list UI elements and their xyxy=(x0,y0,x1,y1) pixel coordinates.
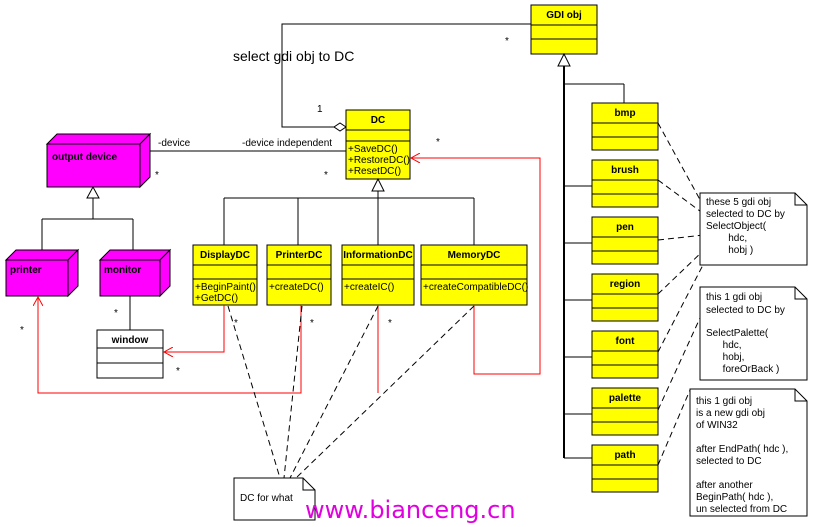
svg-text:+SaveDC(): +SaveDC() xyxy=(348,144,398,155)
svg-text:bmp: bmp xyxy=(614,108,635,119)
svg-text:*: * xyxy=(20,325,24,336)
dc-generalization-tree xyxy=(223,191,475,245)
svg-text:this 1 gdi obj: this 1 gdi obj xyxy=(706,292,762,303)
svg-text:hdc,: hdc, xyxy=(706,233,747,244)
svg-text:window: window xyxy=(111,335,149,346)
svg-text:*: * xyxy=(436,137,440,148)
svg-text:output device: output device xyxy=(52,152,117,163)
select-gdi-label: select gdi obj to DC xyxy=(233,48,354,64)
red-relationships xyxy=(38,158,541,394)
svg-text:after EndPath( hdc ),: after EndPath( hdc ), xyxy=(696,444,788,455)
svg-text:selected to DC: selected to DC xyxy=(696,456,762,467)
svg-text:printer: printer xyxy=(10,265,42,276)
svg-text:DC for what: DC for what xyxy=(240,493,293,504)
svg-text:hobj ): hobj ) xyxy=(706,245,753,256)
multiplicity-one: 1 xyxy=(317,104,323,115)
note-path: this 1 gdi obj is a new gdi obj of WIN32… xyxy=(689,388,808,517)
svg-text:+ResetDC(): +ResetDC() xyxy=(348,166,401,177)
svg-text:+GetDC(): +GetDC() xyxy=(195,293,238,304)
svg-text:MemoryDC: MemoryDC xyxy=(448,250,501,261)
svg-text:*: * xyxy=(114,308,118,319)
svg-text:this 1 gdi obj: this 1 gdi obj xyxy=(696,396,752,407)
svg-text:pen: pen xyxy=(616,222,634,233)
svg-text:these 5 gdi obj: these 5 gdi obj xyxy=(706,197,771,208)
note-dc-for-what: DC for what xyxy=(233,477,316,521)
gdi-obj-title: GDI obj xyxy=(546,10,582,21)
svg-text:*: * xyxy=(234,318,238,329)
svg-text:selected to DC by: selected to DC by xyxy=(706,209,785,220)
gdi-type-path: path xyxy=(591,444,659,493)
monitor-node: monitor xyxy=(98,248,172,298)
multiplicity-star-gdi: * xyxy=(505,36,509,47)
svg-text:brush: brush xyxy=(611,165,639,176)
display-dc-class: DisplayDC +BeginPaint() +GetDC() xyxy=(192,244,258,306)
svg-text:region: region xyxy=(610,279,641,290)
svg-text:hobj,: hobj, xyxy=(706,352,744,363)
svg-text:InformationDC: InformationDC xyxy=(343,250,412,261)
output-device-node: output device xyxy=(45,132,152,189)
svg-text:is a new gdi obj: is a new gdi obj xyxy=(696,408,765,419)
svg-text:font: font xyxy=(616,336,636,347)
svg-text:*: * xyxy=(388,318,392,329)
svg-text:palette: palette xyxy=(609,393,642,404)
printer-node: printer xyxy=(4,248,80,298)
svg-text:+BeginPaint(): +BeginPaint() xyxy=(195,282,256,293)
gdi-type-region: region xyxy=(591,273,659,322)
gdi-type-brush: brush xyxy=(591,159,659,208)
gdi-obj-class: GDI obj xyxy=(530,4,598,55)
gdi-type-palette: palette xyxy=(591,387,659,436)
dc-title: DC xyxy=(371,115,385,126)
svg-text:after another: after another xyxy=(696,480,753,491)
svg-text:*: * xyxy=(176,366,180,377)
svg-text:DisplayDC: DisplayDC xyxy=(200,250,250,261)
svg-text:*: * xyxy=(324,170,328,181)
svg-text:SelectPalette(: SelectPalette( xyxy=(706,328,769,339)
svg-text:-device independent: -device independent xyxy=(242,138,332,149)
window-class: window xyxy=(96,329,164,379)
information-dc-class: InformationDC +createIC() xyxy=(341,244,415,306)
note-five-objs: these 5 gdi obj selected to DC by Select… xyxy=(699,192,808,266)
gdi-type-font: font xyxy=(591,330,659,379)
svg-text:-device: -device xyxy=(158,138,191,149)
device-generalization-arrow xyxy=(86,185,100,199)
dc-for-what-links xyxy=(227,305,475,479)
gdi-type-bmp: bmp xyxy=(591,102,659,151)
watermark: www.bianceng.cn xyxy=(305,496,516,524)
svg-text:monitor: monitor xyxy=(104,265,141,276)
svg-text:BeginPath( hdc ),: BeginPath( hdc ), xyxy=(696,492,773,503)
gdi-generalization-arrow xyxy=(557,52,571,67)
svg-text:SelectObject(: SelectObject( xyxy=(706,221,767,232)
note-palette: this 1 gdi obj selected to DC by SelectP… xyxy=(699,286,808,381)
gdi-type-pen: pen xyxy=(591,216,659,265)
svg-text:foreOrBack ): foreOrBack ) xyxy=(706,364,779,375)
svg-text:+createCompatibleDC(): +createCompatibleDC() xyxy=(423,282,528,293)
svg-text:*: * xyxy=(310,318,314,329)
dc-generalization-arrow xyxy=(371,177,385,192)
svg-text:+createIC(): +createIC() xyxy=(344,282,394,293)
gdi-note-links xyxy=(657,122,705,466)
dc-class: DC +SaveDC() +RestoreDC() +ResetDC() xyxy=(345,109,411,180)
svg-text:*: * xyxy=(155,170,159,181)
svg-text:+createDC(): +createDC() xyxy=(269,282,324,293)
svg-text:path: path xyxy=(614,450,635,461)
aggregation-diamond xyxy=(333,122,347,132)
printer-dc-class: PrinterDC +createDC() xyxy=(266,244,332,306)
svg-text:of WIN32: of WIN32 xyxy=(696,420,738,431)
svg-text:hdc,: hdc, xyxy=(706,340,742,351)
svg-text:selected to DC by: selected to DC by xyxy=(706,305,785,316)
svg-text:PrinterDC: PrinterDC xyxy=(276,250,323,261)
memory-dc-class: MemoryDC +createCompatibleDC() xyxy=(420,244,528,306)
svg-text:+RestoreDC(): +RestoreDC() xyxy=(348,155,410,166)
aggregation-line xyxy=(281,23,531,128)
svg-text:un selected from DC: un selected from DC xyxy=(696,504,787,515)
